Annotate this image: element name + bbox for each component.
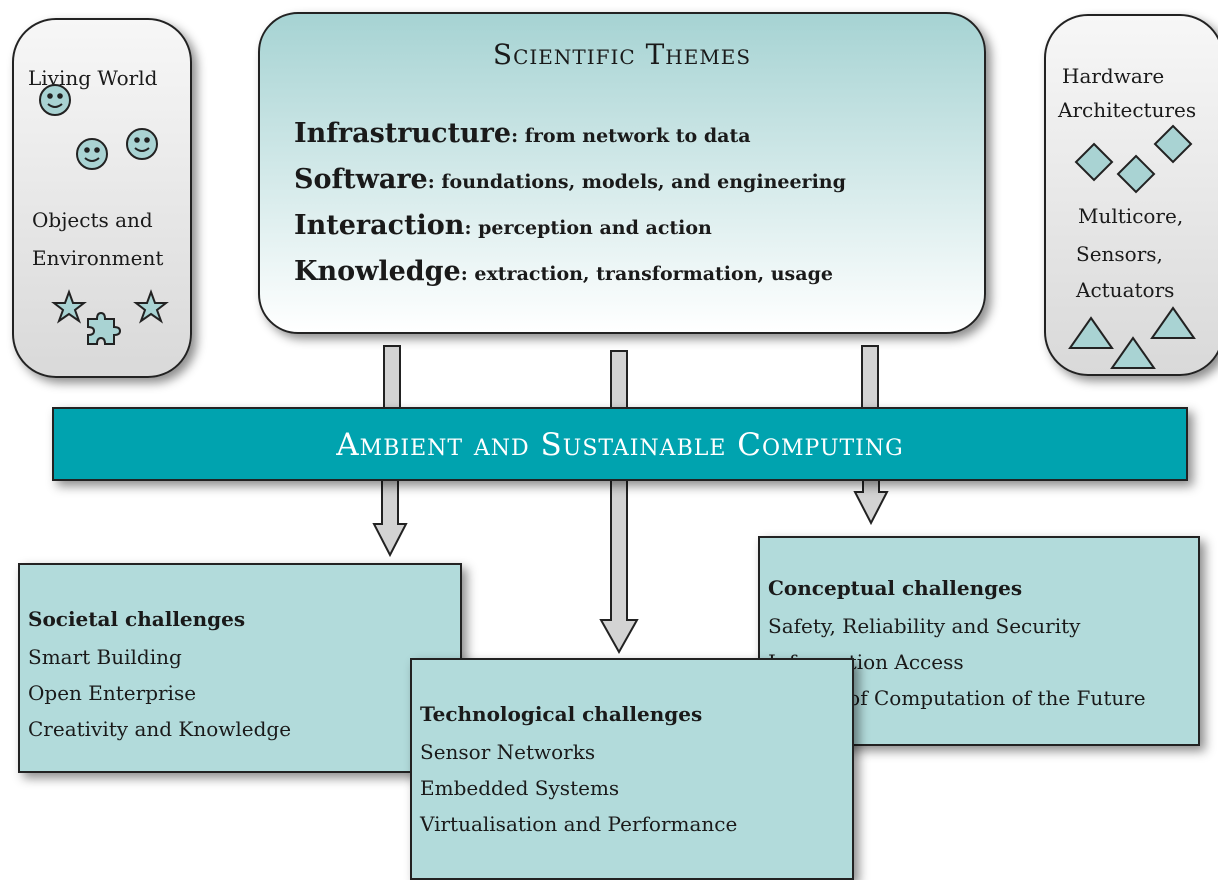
living-world-panel: Living World Objects and Environment [12, 18, 192, 378]
scientific-themes-box: Scientific Themes Infrastructure: from n… [258, 12, 986, 334]
objects-label-line2: Environment [32, 246, 164, 270]
star-icon [51, 289, 87, 324]
theme-infrastructure: Infrastructure: from network to data [294, 118, 751, 149]
puzzle-icon [87, 311, 122, 345]
hardware-panel: Hardware Architectures Multicore, Sensor… [1044, 14, 1218, 376]
right-panel-icons [1068, 124, 1196, 369]
actuators-label: Actuators [1076, 278, 1175, 302]
theme-desc: : foundations, models, and engineering [427, 171, 846, 193]
triangle-icon [1110, 336, 1156, 369]
theme-name: Interaction [294, 210, 465, 241]
objects-label-line1: Objects and [32, 208, 153, 232]
sensors-label: Sensors, [1076, 242, 1163, 266]
theme-name: Infrastructure [294, 118, 512, 149]
arrow-icon [853, 475, 889, 526]
societal-challenges-box: Societal challenges Smart Building Open … [18, 563, 462, 773]
hardware-label-line2: Architectures [1058, 98, 1197, 122]
triangle-icon [1150, 306, 1196, 339]
challenge-item: Embedded Systems [420, 776, 620, 800]
hardware-label-line1: Hardware [1062, 64, 1165, 88]
themes-title: Scientific Themes [492, 38, 752, 71]
challenge-item: Safety, Reliability and Security [768, 614, 1081, 638]
challenge-item: Sensor Networks [420, 740, 596, 764]
arrow-icon [599, 475, 639, 655]
diamond-icon [1153, 124, 1193, 164]
challenge-item: Creativity and Knowledge [28, 717, 292, 741]
challenge-title: Technological challenges [420, 702, 703, 726]
multicore-label: Multicore, [1078, 204, 1184, 228]
theme-knowledge: Knowledge: extraction, transformation, u… [294, 256, 833, 287]
triangle-icon [1068, 316, 1114, 349]
ambient-computing-banner: Ambient and Sustainable Computing [52, 407, 1188, 481]
theme-interaction: Interaction: perception and action [294, 210, 712, 241]
arrow-icon [372, 475, 408, 558]
theme-desc: : from network to data [511, 125, 751, 147]
theme-desc: : extraction, transformation, usage [460, 263, 833, 285]
theme-desc: : perception and action [464, 217, 712, 239]
star-icon [133, 289, 169, 324]
smiley-icon [76, 138, 108, 170]
challenge-item: Smart Building [28, 645, 182, 669]
theme-software: Software: foundations, models, and engin… [294, 164, 846, 195]
smiley-icon [126, 128, 158, 160]
left-panel-icons [39, 84, 169, 345]
diamond-icon [1116, 154, 1156, 194]
challenge-item: Open Enterprise [28, 681, 197, 705]
diamond-icon [1074, 142, 1114, 182]
smiley-icon [39, 84, 71, 116]
theme-name: Software [294, 164, 428, 195]
challenge-title: Societal challenges [28, 607, 246, 631]
theme-name: Knowledge [294, 256, 461, 287]
technological-challenges-box: Technological challenges Sensor Networks… [410, 658, 854, 880]
banner-title: Ambient and Sustainable Computing [336, 427, 904, 463]
challenge-item: Virtualisation and Performance [420, 812, 738, 836]
challenge-title: Conceptual challenges [768, 576, 1023, 600]
